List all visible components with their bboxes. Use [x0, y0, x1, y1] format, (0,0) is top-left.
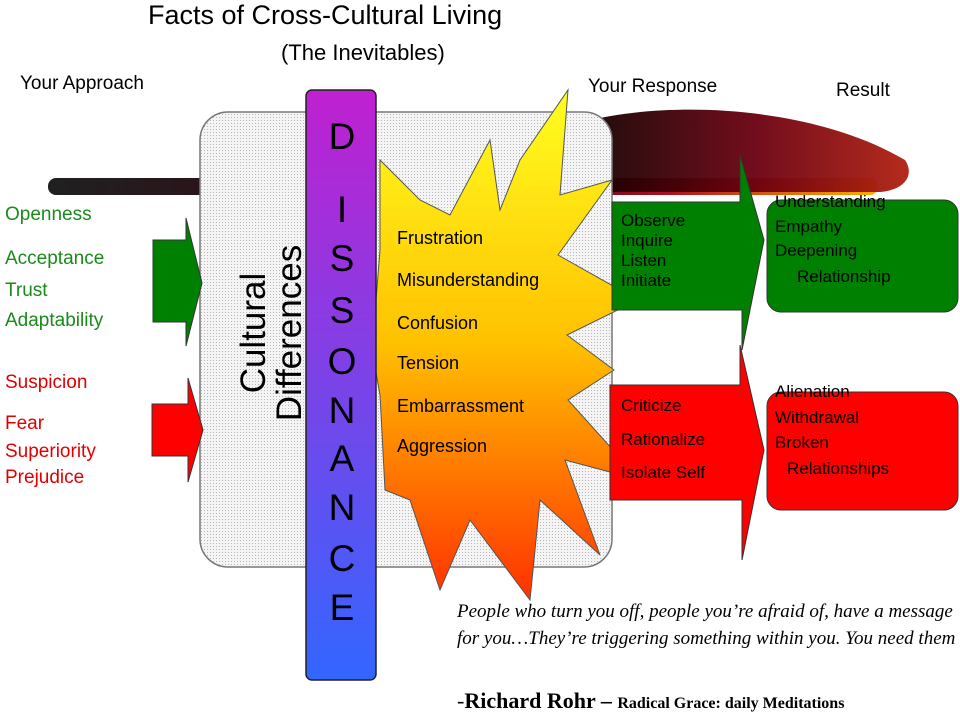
result-deepening: Deepening [775, 241, 858, 260]
dissonance-letter: C [328, 538, 356, 579]
dissonance-letter: N [328, 487, 356, 528]
emotion-burst [371, 88, 642, 602]
approach-acceptance: Acceptance [5, 248, 105, 269]
cultural-differences-label: Cultural Differences [234, 244, 309, 422]
result-broken: Broken [775, 433, 829, 452]
approach-trust: Trust [5, 280, 48, 301]
header-approach: Your Approach [20, 73, 144, 94]
cultural-label-line2: Differences [270, 244, 309, 422]
response-criticize: Criticize [621, 396, 682, 415]
response-inquire: Inquire [621, 231, 673, 250]
dissonance-letter: E [329, 587, 355, 628]
result-withdrawal: Withdrawal [775, 408, 860, 427]
negative-approach-arrow [151, 377, 204, 483]
positive-result-box [766, 199, 959, 313]
dissonance-letter: S [329, 290, 355, 331]
quote-attribution: -Richard Rohr – Radical Grace: daily Med… [457, 688, 844, 714]
emotion-embarrassment: Embarrassment [397, 396, 525, 416]
dissonance-letter: I [336, 189, 348, 230]
dissonance-letter: S [329, 238, 355, 279]
negative-result-box [766, 391, 959, 511]
approach-suspicion: Suspicion [5, 372, 88, 393]
dissonance-letter: A [329, 438, 355, 479]
attribution-dash: - [457, 688, 465, 713]
response-observe: Observe [621, 211, 686, 230]
emotion-tension: Tension [397, 353, 460, 373]
approach-openness: Openness [5, 204, 92, 225]
response-listen: Listen [621, 251, 667, 270]
dissonance-letter: N [328, 390, 356, 431]
result-relationships: Relationships [787, 459, 890, 478]
page-subtitle: (The Inevitables) [281, 40, 445, 65]
response-initiate: Initiate [621, 271, 672, 290]
positive-response-arrow [611, 154, 765, 351]
result-alienation: Alienation [775, 382, 850, 401]
attribution-author: Richard Rohr – [464, 688, 618, 713]
result-arc [600, 109, 909, 192]
result-empathy: Empathy [775, 217, 843, 236]
cultural-label-line1: Cultural [234, 272, 273, 394]
page-title: Facts of Cross-Cultural Living [148, 0, 503, 30]
approach-superiority: Superiority [5, 441, 96, 462]
result-relationship: Relationship [797, 267, 891, 286]
emotion-confusion: Confusion [397, 313, 479, 333]
approach-fear: Fear [5, 413, 45, 434]
header-response: Your Response [588, 76, 718, 97]
emotion-misunderstanding: Misunderstanding [397, 270, 540, 290]
positive-approach-arrow [152, 217, 203, 347]
result-understanding: Understanding [775, 192, 886, 211]
header-result: Result [836, 80, 890, 101]
quote-text: People who turn you off, people you’re a… [457, 601, 956, 649]
emotion-aggression: Aggression [397, 436, 488, 456]
approach-adaptability: Adaptability [5, 310, 104, 331]
response-isolate-self: Isolate Self [621, 463, 706, 482]
emotion-frustration: Frustration [397, 228, 484, 248]
dissonance-bar [305, 89, 377, 681]
response-rationalize: Rationalize [621, 430, 706, 449]
dissonance-letter: D [328, 116, 356, 157]
dissonance-letter: O [327, 341, 357, 382]
attribution-source: Radical Grace: daily Meditations [617, 695, 845, 712]
approach-prejudice: Prejudice [5, 467, 85, 488]
negative-response-arrow [609, 344, 765, 561]
